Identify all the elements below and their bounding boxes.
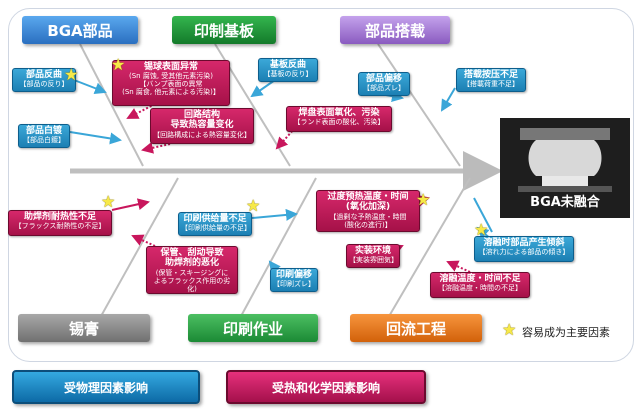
cause-part-tilt: 溶融时部品产生倾斜 【溶れ力による部品の傾き】	[474, 236, 574, 262]
cause-storage-main2: 助焊剂的恶化	[164, 258, 219, 269]
category-mounting: 部品搭载	[340, 16, 450, 44]
cause-mount-pressure: 搭载按压不足 【搭載荷重不足】	[456, 68, 526, 92]
cause-ball-surface-main: 锡球表面异常	[143, 62, 198, 72]
cause-preheat-main2: (氧化加深)	[345, 202, 391, 213]
category-bga-parts-label: BGA部品	[47, 21, 113, 40]
cause-preheat-sub: 【過剰な予熱温度・時間	[329, 212, 407, 221]
cause-board-warp-main: 基板反曲	[269, 60, 306, 70]
cause-storage-main: 保管、刮动导致	[160, 248, 224, 258]
star-icon: ★	[474, 220, 489, 239]
category-paste: 锡膏	[18, 314, 150, 342]
cause-part-warp-sub: 【部品の反り】	[19, 80, 69, 89]
cause-preheat-sub2: (酸化の進行)】	[344, 220, 392, 229]
cause-part-warp-main: 部品反曲	[25, 70, 62, 80]
category-print-board-label: 印制基板	[193, 21, 254, 40]
cause-circuit-sub: 【回路構成による熱容量変化】	[153, 130, 251, 139]
category-paste-label: 锡膏	[68, 319, 99, 338]
cause-ball-surface-sub2: (Sn 腐食, 他元素による汚染)】	[122, 88, 220, 97]
legend-thermal: 受热和化学因素影响	[226, 370, 426, 404]
bga-cross-section-image	[500, 118, 630, 218]
cause-board-warp-sub: 【基板の反り】	[263, 70, 313, 79]
cause-environment-main: 实装环境	[354, 246, 391, 256]
cause-print-shift: 印刷偏移 【印刷ズレ】	[270, 268, 318, 292]
cause-mount-pressure-sub: 【搭載荷重不足】	[463, 80, 519, 89]
category-print-board: 印制基板	[172, 16, 276, 44]
cause-ball-surface-main2: (Sn 腐蚀, 受其他元素污染)	[128, 72, 214, 81]
cause-flux-heat-main: 助焊剂耐热性不足	[23, 212, 96, 222]
cause-part-shift-main: 部品偏移	[365, 74, 402, 84]
legend-physical: 受物理因素影响	[12, 370, 200, 404]
category-reflow-label: 回流工程	[385, 319, 446, 338]
cause-print-supply-main: 印刷供给量不足	[183, 214, 247, 224]
cause-board-warp: 基板反曲 【基板の反り】	[258, 58, 318, 82]
cause-flux-heat: 助焊剂耐热性不足 【フラックス耐熱性の不足】	[8, 210, 112, 236]
cause-part-shift-sub: 【部品ズレ】	[363, 84, 405, 93]
result-photo: BGA未融合	[500, 118, 630, 218]
cause-storage-sub: (保管・スキージングに	[155, 268, 229, 277]
cause-storage-sub2: よるフラックス作用の劣化)	[153, 276, 231, 293]
cause-mount-pressure-main: 搭载按压不足	[463, 70, 518, 80]
cause-melt-temp-sub: 【溶融温度・時間の不足】	[438, 284, 522, 293]
category-reflow: 回流工程	[350, 314, 482, 342]
cause-print-supply: 印刷供给量不足 【印刷供給量の不足】	[178, 212, 252, 236]
star-icon: ★	[416, 190, 431, 209]
cause-print-shift-main: 印刷偏移	[275, 270, 312, 280]
star-icon: ★	[246, 196, 261, 215]
cause-environment-sub: 【実装雰囲気】	[349, 256, 398, 265]
cause-preheat-main: 过度预热温度・时间	[327, 192, 409, 202]
cause-part-tilt-main: 溶融时部品产生倾斜	[483, 238, 565, 248]
result-label: BGA未融合	[530, 195, 600, 210]
cause-print-shift-sub: 【印刷ズレ】	[273, 280, 315, 289]
cause-part-shift: 部品偏移 【部品ズレ】	[358, 72, 410, 96]
cause-land-oxidation-sub: 【ランド表面の酸化、汚染】	[293, 118, 385, 127]
cause-ball-surface-sub: 【バンプ表面の異常	[139, 80, 203, 89]
cause-part-plating-main: 部品白镀	[25, 126, 62, 136]
legend-star-note: 容易成为主要因素	[522, 326, 610, 339]
cause-part-tilt-sub: 【溶れ力による部品の傾き】	[478, 248, 570, 257]
star-icon: ★	[64, 65, 79, 84]
cause-part-plating-sub: 【部品白鍍】	[23, 136, 65, 145]
cause-flux-heat-sub: 【フラックス耐熱性の不足】	[14, 222, 106, 231]
star-icon: ★	[111, 55, 126, 74]
cause-land-oxidation-main: 焊盘表面氧化、污染	[298, 108, 380, 118]
cause-print-supply-sub: 【印刷供給量の不足】	[181, 224, 251, 233]
cause-storage: 保管、刮动导致 助焊剂的恶化 (保管・スキージングに よるフラックス作用の劣化)	[146, 246, 238, 294]
legend-physical-label: 受物理因素影响	[63, 380, 148, 395]
cause-melt-temp: 溶融温度・时间不足 【溶融温度・時間の不足】	[430, 272, 530, 298]
cause-melt-temp-main: 溶融温度・时间不足	[439, 274, 521, 284]
category-mounting-label: 部品搭载	[364, 21, 425, 40]
category-print-operation: 印刷作业	[188, 314, 318, 342]
cause-ball-surface: 锡球表面异常 (Sn 腐蚀, 受其他元素污染) 【バンプ表面の異常 (Sn 腐食…	[112, 60, 230, 106]
cause-circuit: 回路结构 导致热容量变化 【回路構成による熱容量変化】	[150, 108, 254, 144]
cause-part-warp: 部品反曲 【部品の反り】	[12, 68, 76, 92]
legend-thermal-label: 受热和化学因素影响	[271, 380, 380, 395]
category-print-operation-label: 印刷作业	[222, 319, 283, 338]
cause-circuit-main2: 导致热容量变化	[170, 120, 234, 131]
cause-environment: 实装环境 【実装雰囲気】	[346, 244, 400, 268]
cause-part-plating: 部品白镀 【部品白鍍】	[18, 124, 70, 148]
legend-star-icon: ★	[502, 320, 517, 339]
cause-land-oxidation: 焊盘表面氧化、污染 【ランド表面の酸化、汚染】	[286, 106, 392, 132]
cause-preheat: 过度预热温度・时间 (氧化加深) 【過剰な予熱温度・時間 (酸化の進行)】	[316, 190, 420, 232]
cause-circuit-main: 回路结构	[183, 110, 220, 120]
category-bga-parts: BGA部品	[22, 16, 138, 44]
star-icon: ★	[101, 192, 116, 211]
